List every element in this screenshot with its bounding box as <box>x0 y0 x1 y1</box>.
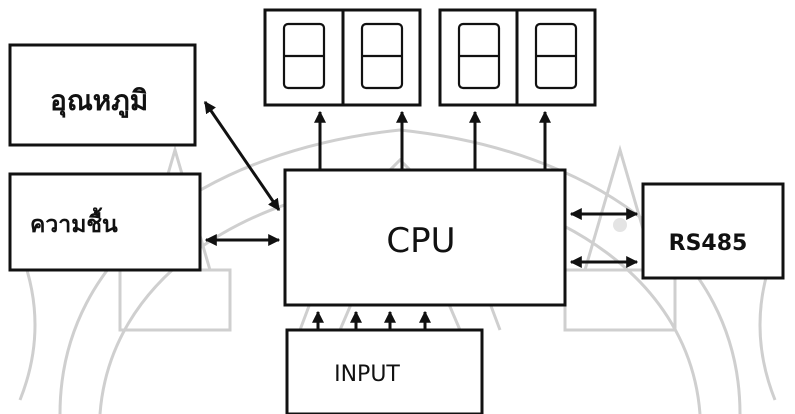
seven-segment-display <box>265 10 595 105</box>
rs485-label: RS485 <box>669 231 748 256</box>
humidity-label: ความชื้น <box>30 207 118 238</box>
input-label: INPUT <box>334 362 400 387</box>
cpu-label: CPU <box>386 221 455 261</box>
temperature-label: อุณหภูมิ <box>50 84 148 118</box>
arrow-temperature-cpu <box>205 102 279 210</box>
